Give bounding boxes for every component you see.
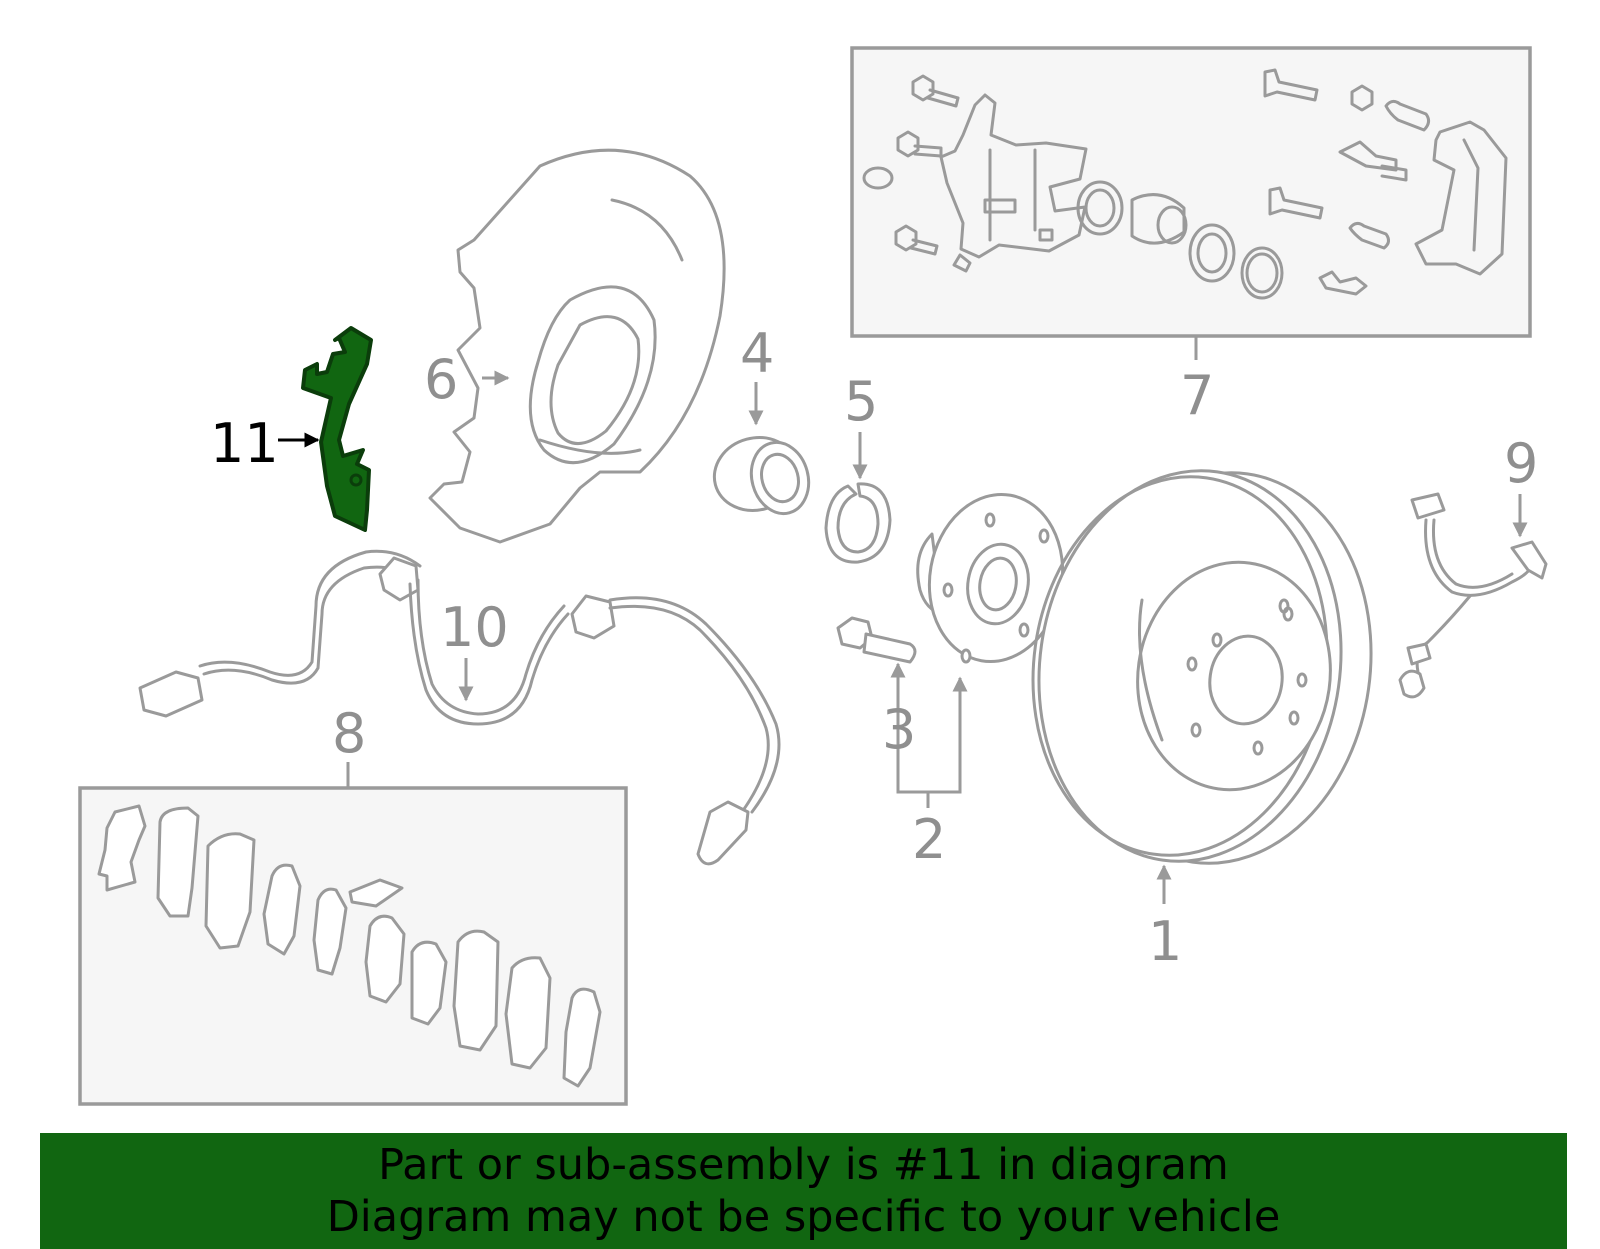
callout-1: 1: [1148, 910, 1182, 973]
part-4-hub-bearing: [712, 436, 811, 516]
part-11-sensor-bracket[interactable]: [301, 326, 373, 532]
callout-labels: 1 2 3 4 5 6 7 8 9 10 11: [210, 322, 1538, 973]
part-1-brake-rotor: [1031, 469, 1373, 865]
part-2-wheel-hub: [916, 492, 1065, 664]
part-5-snap-ring: [824, 482, 892, 564]
banner-line-1: Part or sub-assembly is #11 in diagram: [378, 1140, 1229, 1190]
pads-group-box: [78, 762, 628, 1106]
callout-6: 6: [424, 348, 458, 411]
callout-2: 2: [912, 808, 946, 871]
callout-7: 7: [1180, 364, 1214, 427]
callout-10: 10: [440, 596, 509, 659]
part-3-hub-bolt: [836, 616, 917, 664]
part-6-splash-shield: [428, 148, 726, 544]
leader-lines: [278, 370, 1528, 904]
callout-4: 4: [740, 322, 774, 385]
part-9-sensor-wire: [1398, 492, 1548, 699]
banner-line-2: Diagram may not be specific to your vehi…: [326, 1192, 1281, 1242]
callout-5: 5: [844, 370, 878, 433]
callout-9: 9: [1504, 432, 1538, 495]
callout-3: 3: [882, 698, 916, 761]
callout-8: 8: [332, 702, 366, 765]
part-10-sensor-wire: [138, 549, 781, 866]
caliper-group-box: [850, 46, 1532, 360]
callout-11: 11: [210, 412, 279, 475]
part-notice-banner: Part or sub-assembly is #11 in diagram D…: [40, 1133, 1567, 1249]
